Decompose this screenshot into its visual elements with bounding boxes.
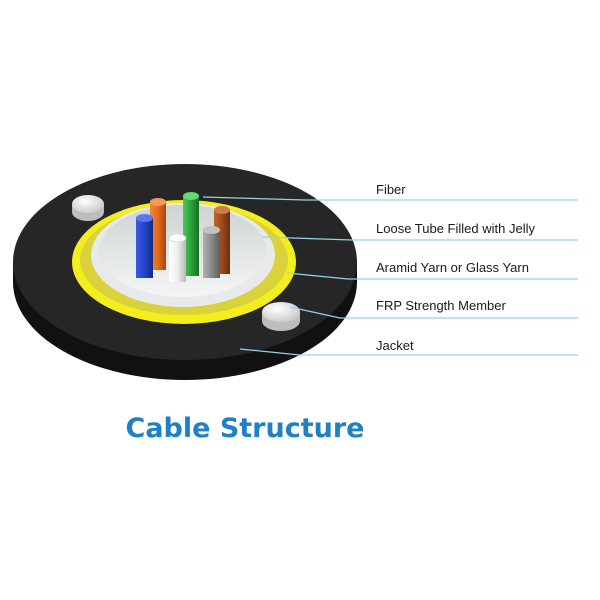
frp-member-left <box>72 195 104 221</box>
fiber-blue <box>136 214 153 278</box>
callout-line-loose-tube <box>262 236 578 241</box>
callout-line-jacket <box>239 348 578 356</box>
callout-label-jacket: Jacket <box>376 338 414 353</box>
callout-label-aramid-yarn: Aramid Yarn or Glass Yarn <box>376 260 529 275</box>
callout-lines <box>202 196 578 356</box>
fiber-white <box>168 233 187 282</box>
fibers <box>136 192 230 282</box>
callout-label-fiber: Fiber <box>376 182 406 197</box>
frp-member-right <box>262 302 300 331</box>
diagram-title: Cable Structure <box>125 413 365 444</box>
callout-line-fiber <box>202 196 578 201</box>
fiber-orange <box>150 198 166 270</box>
callout-label-frp-member: FRP Strength Member <box>376 298 506 313</box>
fiber-gray <box>203 226 220 278</box>
fiber-green <box>183 192 199 276</box>
callout-label-loose-tube: Loose Tube Filled with Jelly <box>376 221 535 236</box>
callout-line-frp-member <box>289 306 578 319</box>
callout-line-aramid-yarn <box>286 272 578 280</box>
